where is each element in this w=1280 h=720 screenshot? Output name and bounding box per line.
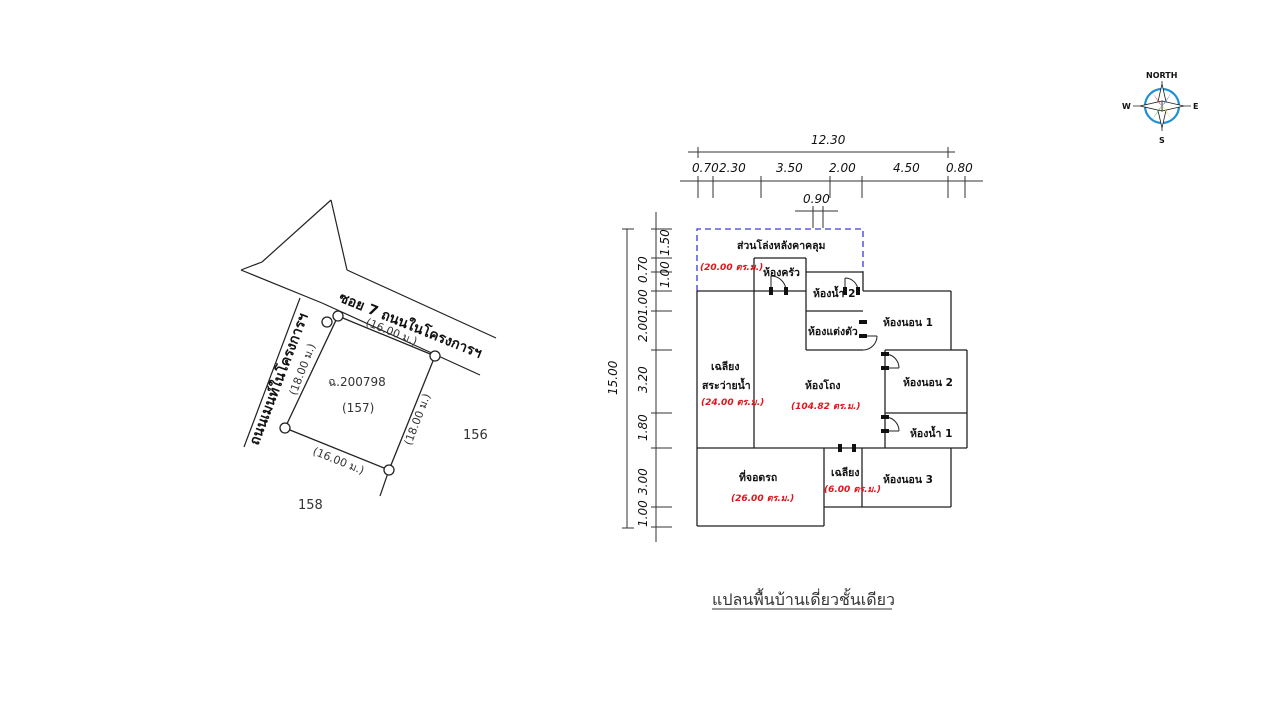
room-bed2-label: ห้องนอน 2	[903, 376, 953, 389]
plot-corner-marker	[332, 310, 344, 322]
room-parking-label: ที่จอดรถ	[739, 469, 777, 484]
room-kitchen-label: ห้องครัว	[763, 266, 800, 279]
room-bath1-label: ห้องน้ำ 1	[910, 425, 952, 440]
left-dim-2: 0.70	[636, 256, 650, 283]
room-pool-size: (24.00 ตร.ม.)	[701, 398, 764, 408]
road-edge	[330, 199, 348, 271]
left-dim-1: 1.50	[658, 229, 672, 256]
left-dim-6: 3.20	[636, 366, 650, 393]
room-porch-label: เฉลียง	[831, 466, 859, 479]
left-dim-3: 1.00	[658, 261, 672, 288]
room-bath2-label: ห้องน้ำ 2	[813, 285, 855, 300]
left-dim-5: 2.00	[636, 315, 650, 342]
road-edge	[321, 302, 481, 376]
compass-east: E	[1193, 102, 1198, 111]
room-pool-label-line2: สระว่ายน้ำ	[702, 377, 751, 392]
floor-plan: 12.30 0.70 2.30 3.50 2.00 4.50 0.80 0.90…	[606, 133, 983, 610]
room-bed3-label: ห้องนอน 3	[883, 473, 933, 486]
left-dim-8: 3.00	[636, 468, 650, 495]
compass-rose-icon: NORTH S E W	[1122, 71, 1198, 145]
top-dim-2: 2.30	[719, 161, 746, 175]
top-dim-3: 3.50	[776, 161, 803, 175]
overall-height: 15.00	[606, 360, 620, 395]
neighbor-plot-bottom: 158	[298, 498, 323, 513]
door-markers	[769, 287, 889, 452]
side-right-length: (18.00 ม.)	[402, 392, 434, 447]
room-covered-area-label: ส่วนโล่งหลังคาคลุม	[737, 239, 826, 253]
road-edge	[243, 297, 301, 448]
top-dim-6: 0.80	[946, 161, 973, 175]
compass-west: W	[1122, 102, 1131, 111]
room-porch-size: (6.00 ตร.ม.)	[824, 485, 881, 495]
road-edge	[240, 261, 263, 271]
room-dressing-label: ห้องแต่งตัว	[808, 325, 858, 338]
left-dim-9: 1.00	[636, 500, 650, 527]
top-dim-5: 4.50	[893, 161, 920, 175]
neighbor-plot-right: 156	[463, 428, 488, 443]
plan-caption: แปลนพื้นบ้านเดี่ยวชั้นเดียว	[712, 588, 895, 609]
room-parking-size: (26.00 ตร.ม.)	[731, 494, 794, 504]
covered-area-outline	[696, 228, 864, 291]
site-plan: ซอย 7 ถนนในโครงการฯ ถนนเมนท์ในโครงการฯ (…	[240, 199, 497, 513]
plot-corner-marker	[383, 464, 395, 476]
overall-width: 12.30	[811, 133, 846, 147]
road-edge	[346, 269, 497, 339]
compass-south: S	[1159, 136, 1165, 145]
left-dim-4: 1.00	[636, 289, 650, 316]
room-hall-size: (104.82 ตร.ม.)	[791, 402, 861, 412]
room-hall-label: ห้องโถง	[805, 379, 840, 392]
plot-corner-marker	[429, 350, 441, 362]
compass-north: NORTH	[1146, 71, 1177, 80]
room-pool-label-line1: เฉลียง	[711, 360, 739, 373]
top-dim-1: 0.70	[692, 161, 719, 175]
left-dim-7: 1.80	[636, 414, 650, 441]
room-bed1-label: ห้องนอน 1	[883, 316, 933, 329]
deed-number: ฉ.200798	[328, 375, 386, 389]
road-edge	[240, 269, 323, 304]
plot-number: (157)	[342, 401, 374, 415]
top-dim-4: 2.00	[829, 161, 856, 175]
door-dim: 0.90	[803, 192, 830, 206]
plot-corner-marker	[279, 422, 291, 434]
walls	[696, 257, 968, 527]
road-edge	[261, 199, 332, 263]
room-covered-area-size: (20.00 ตร.ม.)	[700, 263, 763, 273]
plot-corner-marker	[321, 316, 333, 328]
